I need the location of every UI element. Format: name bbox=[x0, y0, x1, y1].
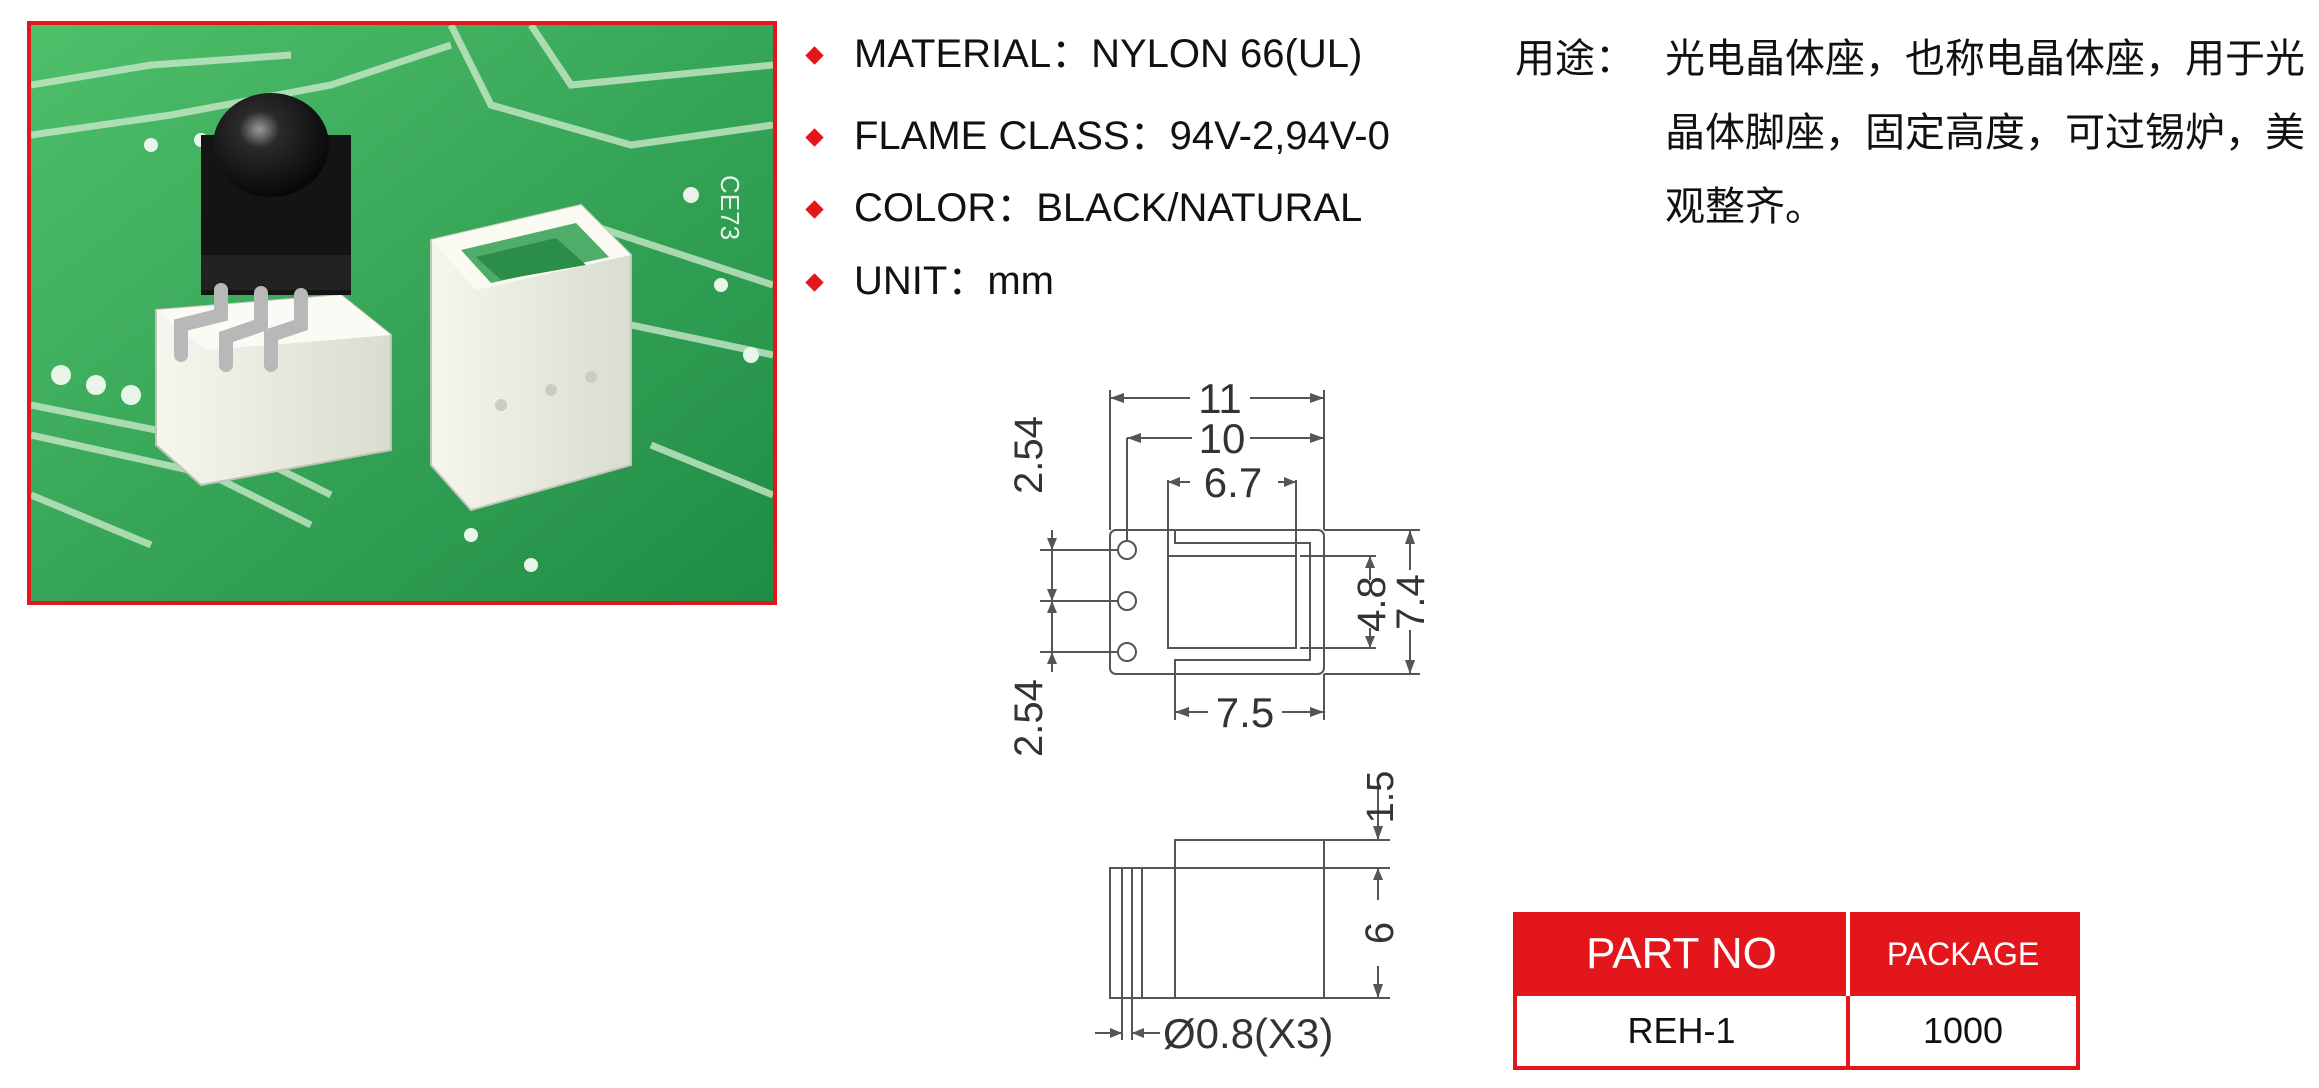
dim-window-height: 4.8 bbox=[1350, 576, 1394, 632]
column-header-package: PACKAGE bbox=[1846, 914, 2078, 994]
dim-width-inner: 10 bbox=[1199, 415, 1246, 462]
usage-label: 用途： bbox=[1515, 36, 1635, 82]
dim-body-height: 6 bbox=[1358, 922, 1402, 944]
spec-label: COLOR bbox=[854, 186, 997, 230]
spec-label: UNIT bbox=[854, 259, 948, 303]
dimension-drawing: 11 10 6.7 7.5 2.54 2.54 4.8 7.4 1.5 6 Ø0… bbox=[1007, 375, 1433, 1057]
diamond-bullet-icon bbox=[805, 200, 824, 219]
dim-pitch-top: 2.54 bbox=[1007, 416, 1051, 494]
technical-drawing: 11 10 6.7 7.5 2.54 2.54 4.8 7.4 1.5 6 Ø0… bbox=[1000, 360, 1480, 1060]
diamond-bullet-icon bbox=[805, 273, 824, 292]
diamond-bullet-icon bbox=[805, 46, 824, 65]
usage-text: 光电晶体座，也称电晶体座，用于光晶体脚座，固定高度，可过锡炉，美观整齐。 bbox=[1665, 36, 2305, 230]
diamond-bullet-icon bbox=[805, 128, 824, 147]
part-number-table: PART NO PACKAGE REH-1 1000 bbox=[1513, 912, 2080, 1070]
spec-value: mm bbox=[987, 259, 1054, 303]
table-header-row: PART NO PACKAGE bbox=[1515, 914, 2078, 994]
spec-value: NYLON 66(UL) bbox=[1091, 32, 1363, 76]
spec-label: FLAME CLASS bbox=[854, 114, 1130, 158]
spec-value: 94V-2,94V-0 bbox=[1169, 114, 1390, 158]
dim-width-outer: 11 bbox=[1198, 375, 1242, 422]
dim-window-width: 6.7 bbox=[1204, 459, 1262, 506]
spec-label: MATERIAL bbox=[854, 32, 1052, 76]
column-header-part-no: PART NO bbox=[1515, 914, 1848, 994]
dim-pitch-bottom: 2.54 bbox=[1007, 679, 1051, 757]
dim-pin-diameter: Ø0.8(X3) bbox=[1163, 1010, 1333, 1057]
table-row: REH-1 1000 bbox=[1515, 992, 2078, 1068]
cell-package: 1000 bbox=[1846, 992, 2078, 1068]
pcb-marking: CE73 bbox=[715, 175, 745, 240]
dim-step-height: 1.5 bbox=[1360, 771, 1402, 824]
product-photo-ir-receiver-holder-icon: CE73 bbox=[31, 25, 773, 601]
dim-slot-width: 7.5 bbox=[1216, 689, 1274, 736]
cell-part-no: REH-1 bbox=[1515, 992, 1848, 1068]
dim-overall-height: 7.4 bbox=[1389, 574, 1433, 630]
spec-value: BLACK/NATURAL bbox=[1036, 186, 1363, 230]
product-photo: CE73 bbox=[27, 21, 777, 605]
